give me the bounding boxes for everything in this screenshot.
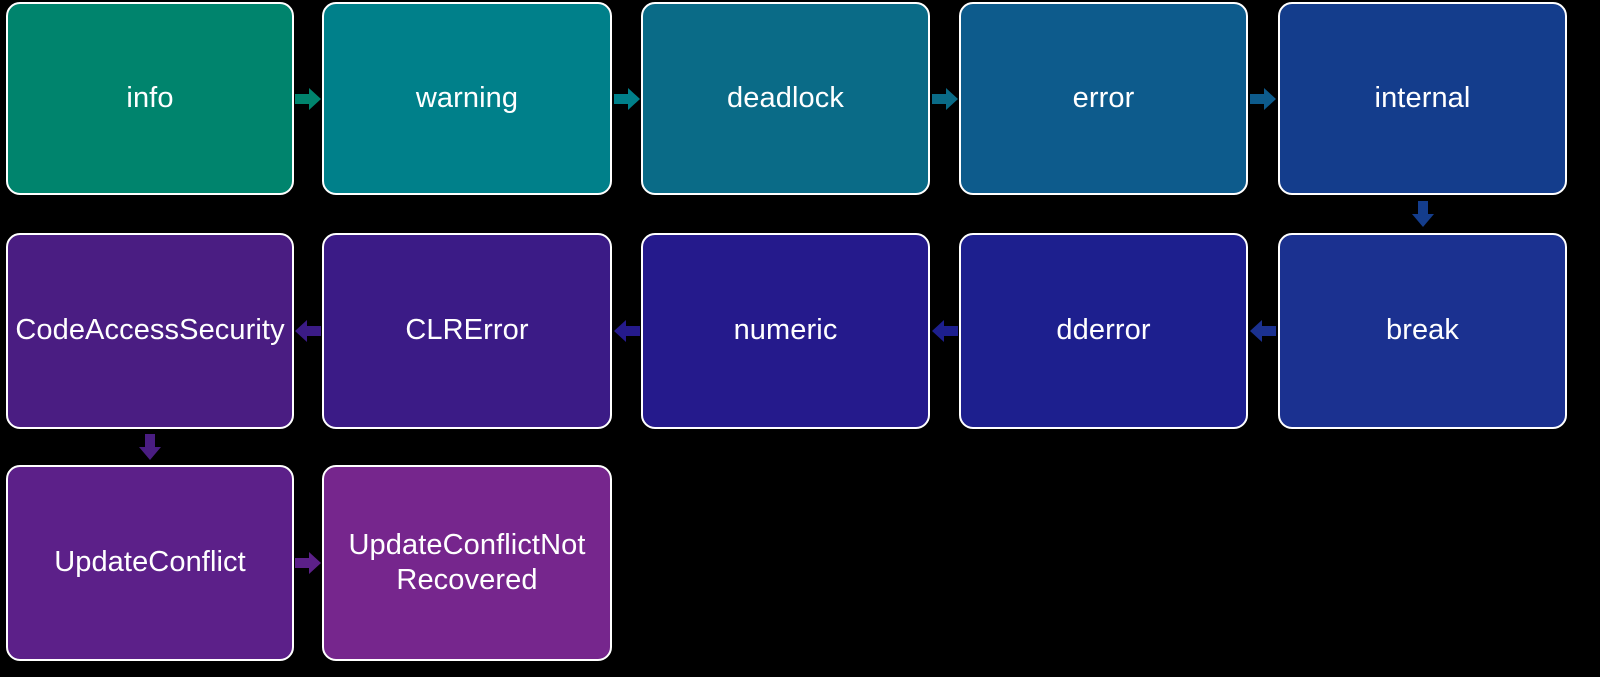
node-CodeAccessSecurity[interactable]: CodeAccessSecurity: [6, 233, 294, 429]
node-label: CLRError: [405, 314, 529, 347]
edge-CodeAccessSecurity-to-UpdateConflict: [137, 432, 163, 462]
edge-UpdateConflict-to-UpdateConflictNotRecovered: [293, 550, 323, 576]
node-label: internal: [1374, 81, 1471, 114]
node-label: dderror: [1056, 314, 1151, 347]
node-label: warning: [415, 81, 519, 114]
edge-info-to-warning: [293, 86, 323, 112]
arrowhead-icon: [295, 320, 321, 342]
node-UpdateConflictNotRecovered[interactable]: UpdateConflictNot Recovered: [322, 465, 612, 661]
arrowhead-icon: [613, 87, 640, 110]
node-label: break: [1385, 314, 1460, 347]
arrowhead-icon: [1250, 320, 1276, 342]
edge-error-to-internal: [1248, 86, 1278, 112]
arrowhead-icon: [295, 552, 321, 574]
edge-break-to-dderror: [1248, 318, 1278, 344]
node-break[interactable]: break: [1278, 233, 1567, 429]
edge-dderror-to-numeric: [930, 318, 960, 344]
edge-deadlock-to-error: [930, 86, 960, 112]
arrowhead-icon: [139, 434, 161, 460]
arrowhead-icon: [1250, 87, 1276, 110]
arrowhead-icon: [931, 320, 958, 342]
edge-warning-to-deadlock: [612, 86, 642, 112]
edge-numeric-to-CLRError: [612, 318, 642, 344]
node-label: info: [126, 81, 174, 114]
arrowhead-icon: [295, 87, 321, 110]
node-label: numeric: [733, 314, 838, 347]
node-label: CodeAccessSecurity: [15, 314, 285, 347]
arrowhead-icon: [1411, 201, 1434, 227]
node-deadlock[interactable]: deadlock: [641, 2, 930, 195]
node-dderror[interactable]: dderror: [959, 233, 1248, 429]
node-warning[interactable]: warning: [322, 2, 612, 195]
node-CLRError[interactable]: CLRError: [322, 233, 612, 429]
node-label: UpdateConflictNot Recovered: [348, 528, 586, 596]
node-UpdateConflict[interactable]: UpdateConflict: [6, 465, 294, 661]
arrowhead-icon: [931, 87, 958, 110]
node-error[interactable]: error: [959, 2, 1248, 195]
node-label: deadlock: [727, 81, 844, 114]
node-numeric[interactable]: numeric: [641, 233, 930, 429]
node-label: UpdateConflict: [54, 546, 246, 579]
arrowhead-icon: [613, 320, 640, 342]
edge-CLRError-to-CodeAccessSecurity: [293, 318, 323, 344]
node-info[interactable]: info: [6, 2, 294, 195]
node-internal[interactable]: internal: [1278, 2, 1567, 195]
node-label: error: [1072, 81, 1135, 114]
edge-internal-to-break: [1410, 199, 1436, 229]
